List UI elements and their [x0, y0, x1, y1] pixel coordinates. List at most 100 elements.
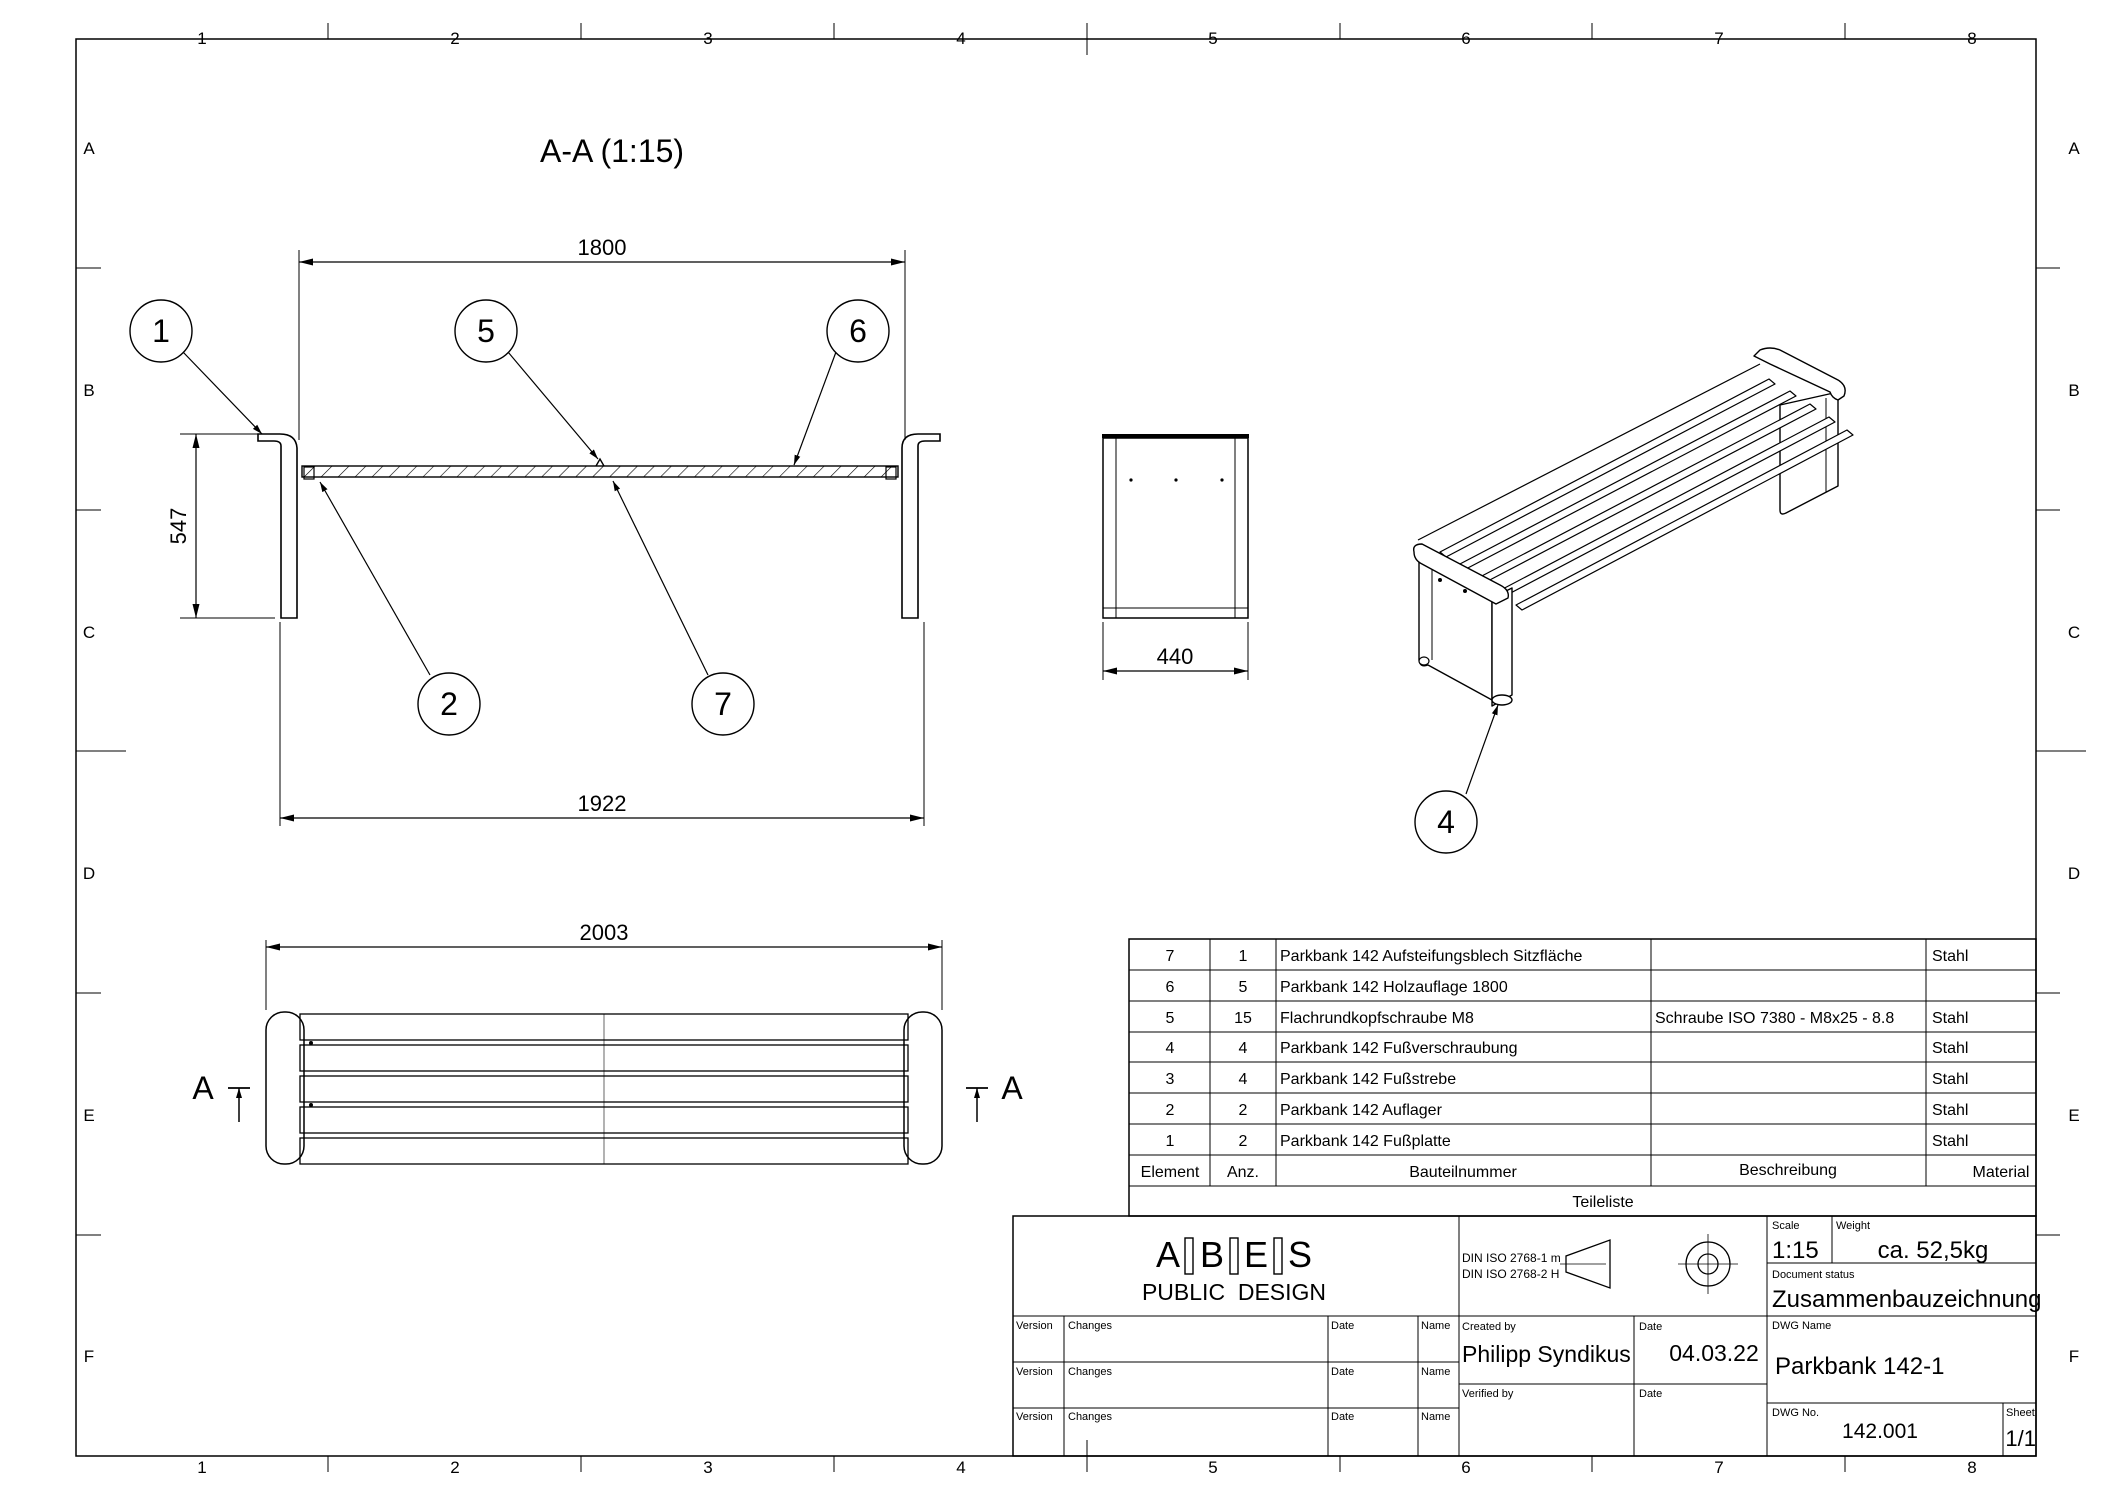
- status-label: Document status: [1772, 1269, 1855, 1281]
- left-support: [303, 466, 315, 480]
- col-label-bottom: 8: [1967, 1458, 1976, 1477]
- col-label-top: 7: [1714, 29, 1723, 48]
- balloon-6-label: 6: [849, 313, 867, 349]
- row-label-left: E: [83, 1106, 94, 1125]
- parts-row-material: Stahl: [1932, 1040, 1968, 1057]
- parts-row-qty: 2: [1239, 1133, 1248, 1150]
- row-label-right: A: [2068, 139, 2080, 158]
- row-label-right: F: [2069, 1347, 2079, 1366]
- logo-letter: B: [1200, 1234, 1224, 1275]
- parts-row-part: Parkbank 142 Fußplatte: [1280, 1133, 1451, 1150]
- row-label-left: B: [83, 381, 94, 400]
- dim-1800: 1800: [578, 235, 627, 260]
- col-label-top: 6: [1461, 29, 1470, 48]
- side-top-edge: [1102, 434, 1249, 438]
- parts-header-material: Material: [1973, 1164, 2030, 1181]
- col-label-bottom: 4: [956, 1458, 965, 1477]
- balloon-5-label: 5: [477, 313, 495, 349]
- dim-440: 440: [1157, 644, 1194, 669]
- abes-logo: A B E S PUBLIC DESIGN: [1142, 1234, 1326, 1305]
- parts-row-material: Stahl: [1932, 948, 1968, 965]
- balloon-4: [1414, 790, 1478, 854]
- rev-header-version: Version: [1016, 1366, 1053, 1378]
- parts-row-material: Stahl: [1932, 1010, 1968, 1027]
- row-label-left: F: [84, 1347, 94, 1366]
- row-label-right: C: [2068, 623, 2080, 642]
- parts-row-material: Stahl: [1932, 1071, 1968, 1088]
- parts-row-element: 1: [1166, 1133, 1175, 1150]
- row-label-left: A: [83, 139, 95, 158]
- standard-1: DIN ISO 2768-1 m: [1462, 1251, 1561, 1265]
- col-label-top: 2: [450, 29, 459, 48]
- parts-caption: Teileliste: [1572, 1194, 1633, 1211]
- rev-header-changes: Changes: [1068, 1411, 1113, 1423]
- parts-row-element: 3: [1166, 1071, 1175, 1088]
- col-label-bottom: 6: [1461, 1458, 1470, 1477]
- col-label-bottom: 3: [703, 1458, 712, 1477]
- parts-row-element: 2: [1166, 1102, 1175, 1119]
- parts-row-material: Stahl: [1932, 1133, 1968, 1150]
- right-end-cap: [903, 1011, 943, 1165]
- title-block: A B E S PUBLIC DESIGN DIN ISO 2768-1 m D…: [1012, 1215, 2042, 1457]
- revision-table: Version Changes Date Name Version Change…: [1016, 1320, 1450, 1423]
- logo-letter: E: [1244, 1234, 1268, 1275]
- iso-balloon-group: 4: [1414, 704, 1499, 854]
- center-screw: [595, 457, 605, 467]
- dwg-no-label: DWG No.: [1772, 1407, 1819, 1419]
- standard-2: DIN ISO 2768-2 H: [1462, 1267, 1559, 1281]
- col-label-bottom: 5: [1208, 1458, 1217, 1477]
- top-view: 2003 A A: [192, 920, 1023, 1165]
- parts-row-element: 7: [1166, 948, 1175, 965]
- parts-row-qty: 5: [1239, 979, 1248, 996]
- parts-row-qty: 2: [1239, 1102, 1248, 1119]
- dwg-name-value: Parkbank 142-1: [1775, 1353, 1944, 1380]
- created-value: Philipp Syndikus: [1462, 1341, 1631, 1367]
- parts-row-element: 4: [1166, 1040, 1175, 1057]
- date-label: Date: [1639, 1321, 1662, 1333]
- col-label-top: 8: [1967, 29, 1976, 48]
- balloon-1: [129, 299, 193, 363]
- weight-value: ca. 52,5kg: [1878, 1237, 1989, 1264]
- verified-label: Verified by: [1462, 1388, 1514, 1400]
- created-label: Created by: [1462, 1321, 1516, 1333]
- side-panel: [1102, 437, 1249, 619]
- logo-letter: S: [1288, 1234, 1312, 1275]
- parts-row-element: 5: [1166, 1010, 1175, 1027]
- isometric-view: [1412, 347, 1854, 707]
- parts-row-part: Parkbank 142 Fußstrebe: [1280, 1071, 1456, 1088]
- section-title: A-A (1:15): [540, 133, 684, 169]
- zone-labels: 1 2 3 4 5 6 7 8 1 2 3 4 5 6 7 8 A B C D …: [83, 29, 2080, 1477]
- parts-row-part: Parkbank 142 Auflager: [1280, 1102, 1443, 1119]
- section-view: A-A (1:15) 1800 547 1922 1: [129, 133, 941, 826]
- parts-row-qty: 4: [1239, 1071, 1248, 1088]
- rev-header-date: Date: [1331, 1320, 1354, 1332]
- section-marker-left: A: [192, 1070, 214, 1106]
- rev-header-name: Name: [1421, 1320, 1450, 1332]
- parts-header-qty: Anz.: [1227, 1164, 1259, 1181]
- balloon-2-label: 2: [440, 686, 458, 722]
- balloon-4-label: 4: [1437, 804, 1455, 840]
- zone-ticks: [76, 23, 2086, 1472]
- balloon-6: [826, 299, 890, 363]
- side-view: 440: [1102, 434, 1249, 680]
- left-foot-plate: [257, 433, 298, 619]
- sheet-value: 1/1: [2005, 1426, 2036, 1451]
- col-label-top: 1: [197, 29, 206, 48]
- parts-row-part: Flachrundkopfschraube M8: [1280, 1010, 1474, 1027]
- col-label-top: 3: [703, 29, 712, 48]
- col-label-top: 4: [956, 29, 965, 48]
- scale-value: 1:15: [1772, 1237, 1819, 1264]
- parts-header-description: Beschreibung: [1739, 1162, 1837, 1179]
- parts-row-element: 6: [1166, 979, 1175, 996]
- dwg-name-label: DWG Name: [1772, 1320, 1831, 1332]
- weight-label: Weight: [1836, 1220, 1870, 1232]
- parts-row-part: Parkbank 142 Fußverschraubung: [1280, 1040, 1517, 1057]
- rev-header-changes: Changes: [1068, 1320, 1113, 1332]
- seat-section: [301, 465, 899, 478]
- row-label-right: E: [2068, 1106, 2079, 1125]
- row-label-left: C: [83, 623, 95, 642]
- inner-frame: [75, 38, 2037, 1457]
- logo-letter: A: [1156, 1234, 1180, 1275]
- dim-1922: 1922: [578, 791, 627, 816]
- logo-subtitle: PUBLIC DESIGN: [1142, 1279, 1326, 1305]
